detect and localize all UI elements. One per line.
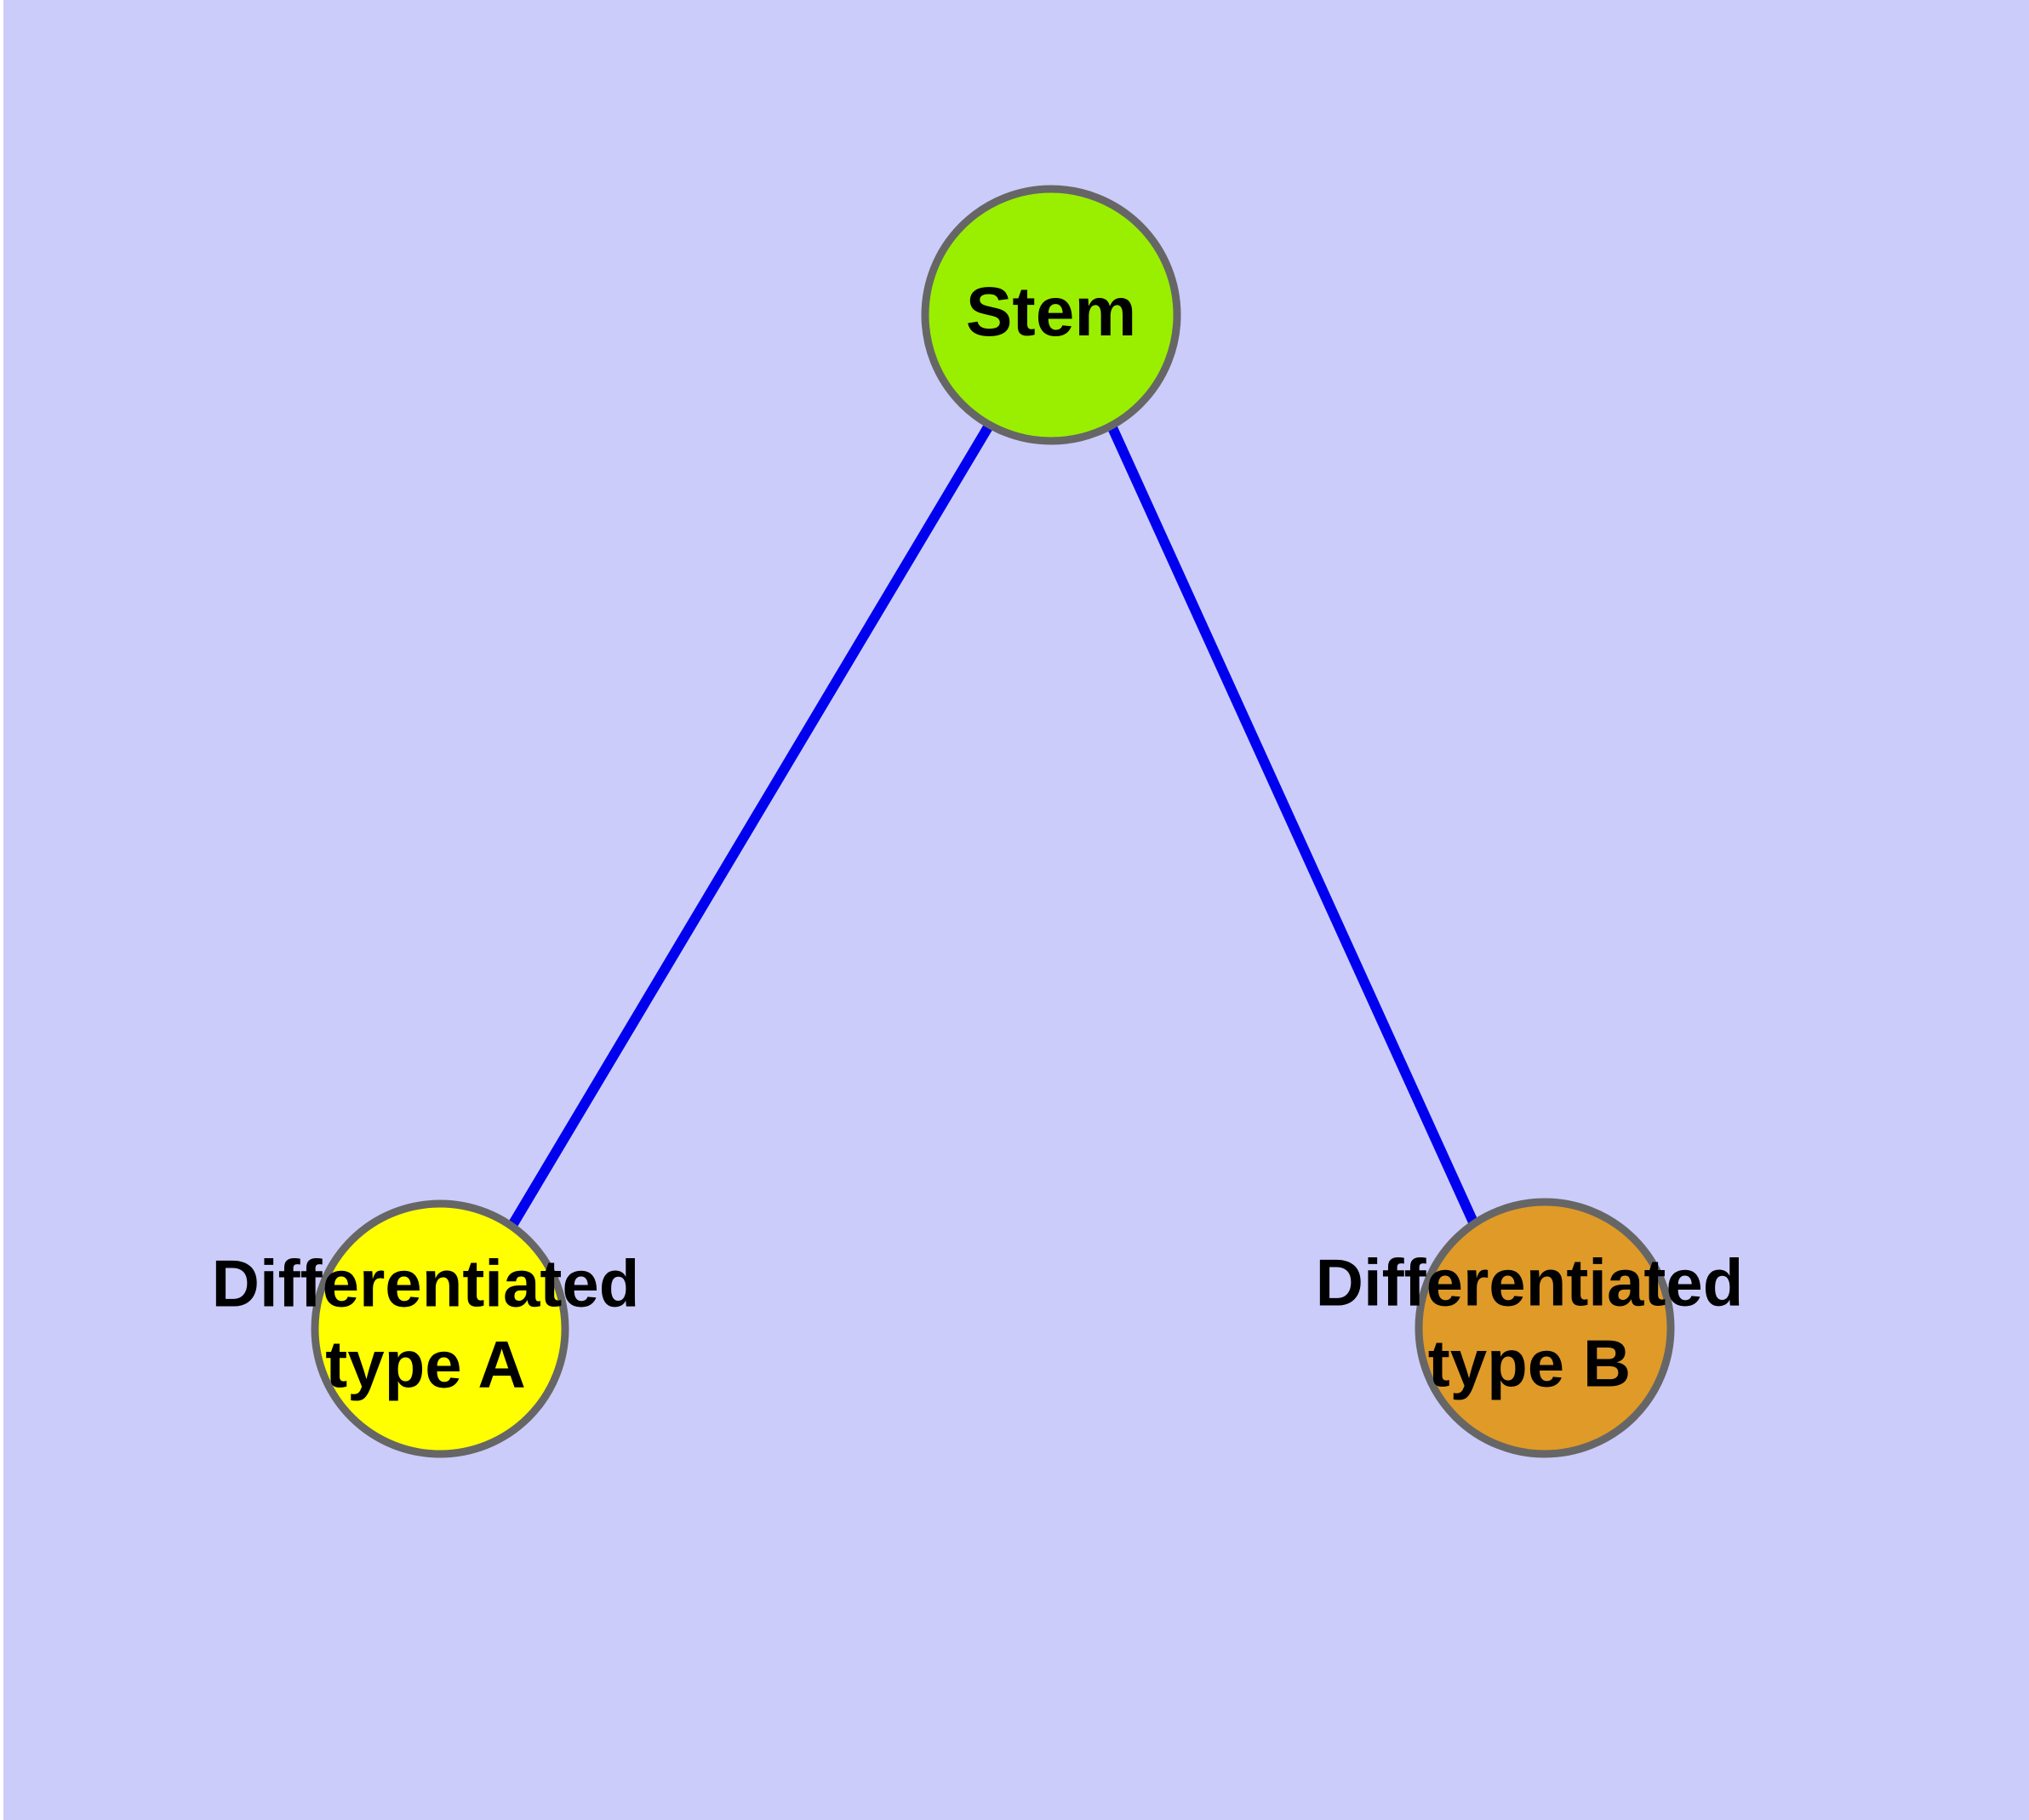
graph-node-stem[interactable]: Stem [921, 185, 1181, 445]
node-label-line: Stem [966, 273, 1137, 351]
node-label-line: Differentiated [1316, 1245, 1744, 1319]
node-circle-diff_a[interactable] [311, 1199, 569, 1458]
node-label-stem: Stem [966, 273, 1137, 351]
node-circle-diff_b[interactable] [1415, 1198, 1675, 1458]
node-circle-stem[interactable] [921, 185, 1181, 445]
node-label-line: type B [1428, 1325, 1631, 1400]
graph-edge[interactable] [1106, 421, 1480, 1228]
node-label-line: Differentiated [212, 1245, 640, 1320]
edges-layer [506, 421, 1480, 1230]
node-label-line: type A [325, 1326, 526, 1401]
graph-edge[interactable] [506, 422, 994, 1230]
